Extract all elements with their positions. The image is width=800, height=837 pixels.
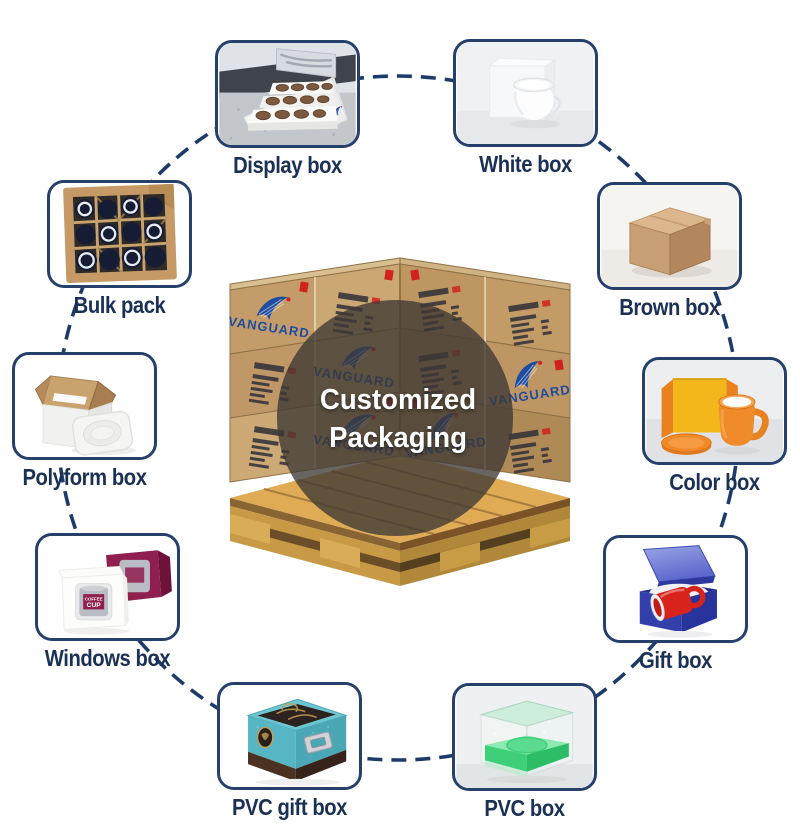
center-overlay-text: Customized Packaging xyxy=(284,381,512,457)
bulk-pack-illustration xyxy=(51,183,188,285)
brown-box-photo xyxy=(597,182,742,290)
item-white-box: White box xyxy=(453,39,598,178)
item-windows-box: COFFEE CUP Windows box xyxy=(35,533,180,672)
color-box-label: Color box xyxy=(669,469,760,495)
display-box-illustration xyxy=(219,43,356,145)
brown-box-label: Brown box xyxy=(619,294,720,320)
item-gift-box: Gift box xyxy=(603,535,748,674)
item-display-box: Display box xyxy=(215,40,360,179)
overlay-circle xyxy=(277,300,513,536)
pvc-gift-box-photo xyxy=(217,682,362,790)
bulk-pack-label: Bulk pack xyxy=(73,292,166,318)
color-box-photo xyxy=(642,357,787,465)
overlay-line-1: Customized xyxy=(319,384,477,416)
gift-box-label: Gift box xyxy=(639,647,712,673)
item-polyform-box: Polyform box xyxy=(12,352,157,491)
overlay-line-2: Packaging xyxy=(329,422,467,454)
pvc-gift-box-label: PVC gift box xyxy=(231,794,348,820)
center-image: VANGUARD VANGUARD VANGUARD VANGUARD VANG… xyxy=(225,256,575,591)
svg-text:CUP: CUP xyxy=(87,602,102,609)
svg-text:COFFEE: COFFEE xyxy=(85,596,103,601)
display-box-label: Display box xyxy=(233,152,342,178)
pvc-box-illustration xyxy=(456,686,593,788)
polyform-box-photo xyxy=(12,352,157,460)
pvc-box-photo xyxy=(452,683,597,791)
white-box-photo xyxy=(453,39,598,147)
item-brown-box: Brown box xyxy=(597,182,742,321)
polyform-box-illustration xyxy=(16,355,153,457)
windows-box-illustration: COFFEE CUP xyxy=(39,536,176,638)
pallet-cartons-illustration: VANGUARD VANGUARD VANGUARD VANGUARD VANG… xyxy=(227,257,572,586)
gift-box-photo xyxy=(603,535,748,643)
item-pvc-box: PVC box xyxy=(452,683,597,822)
display-box-photo xyxy=(215,40,360,148)
bulk-pack-photo xyxy=(47,180,192,288)
color-box-illustration xyxy=(646,360,783,462)
gift-box-illustration xyxy=(607,538,744,640)
white-box-label: White box xyxy=(479,151,572,177)
item-pvc-gift-box: PVC gift box xyxy=(217,682,362,821)
pvc-gift-box-illustration xyxy=(221,685,358,787)
windows-box-label: Windows box xyxy=(44,645,171,671)
white-box-illustration xyxy=(457,42,594,144)
brown-box-illustration xyxy=(601,185,738,287)
item-color-box: Color box xyxy=(642,357,787,496)
pvc-box-label: PVC box xyxy=(484,795,565,821)
item-bulk-pack: Bulk pack xyxy=(47,180,192,319)
windows-box-photo: COFFEE CUP xyxy=(35,533,180,641)
polyform-box-label: Polyform box xyxy=(22,464,147,490)
